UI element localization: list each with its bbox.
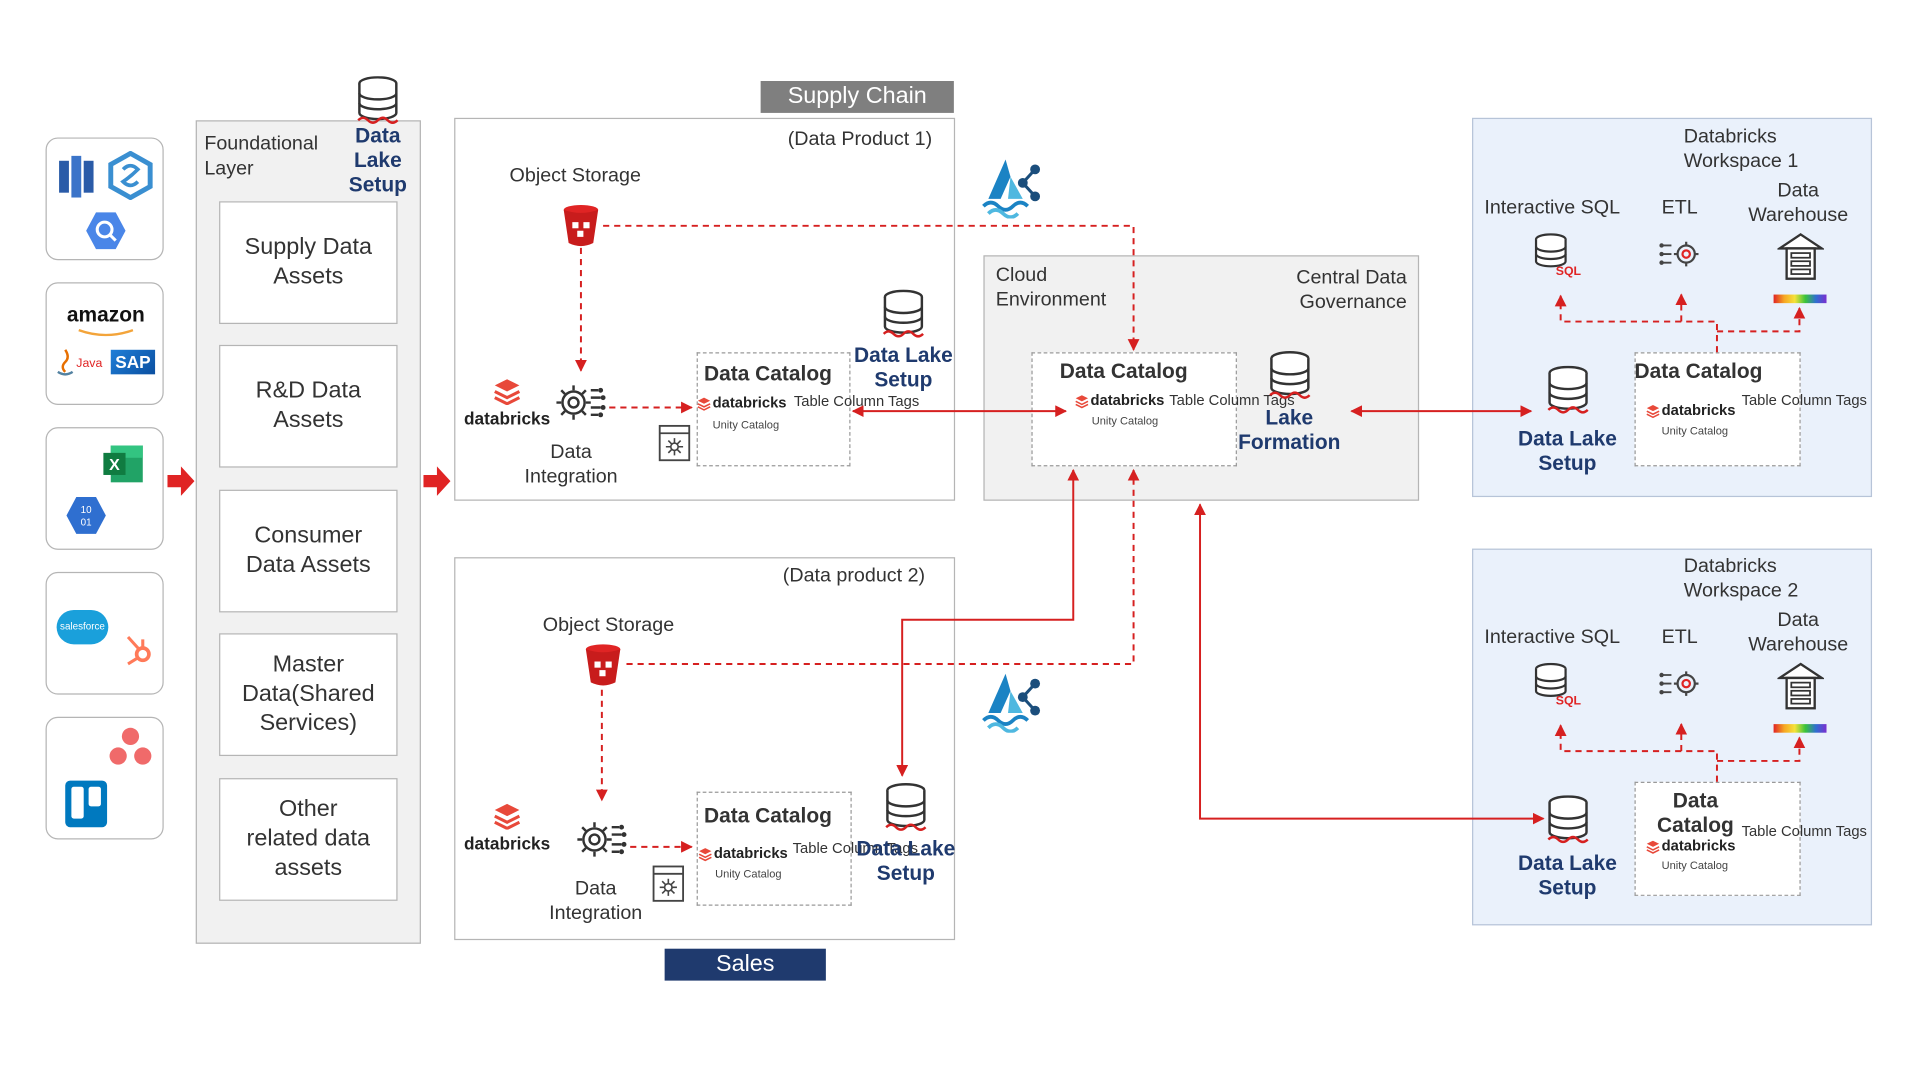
flow-arrow-icon (167, 466, 195, 496)
color-spectrum-bar (1773, 724, 1827, 733)
dp2-data-lake-setup-label: Data Lake Setup (856, 837, 956, 885)
trello-icon (65, 780, 108, 828)
sap-logo: SAP (110, 349, 156, 375)
source-group-apps: amazon Java SAP (45, 282, 164, 406)
color-spectrum-bar (1773, 294, 1827, 304)
data-warehouse-label: Data Warehouse (1748, 180, 1849, 226)
dp2-catalog-title: Data Catalog (704, 803, 832, 828)
ws1-catalog-title: Data Catalog (1634, 359, 1763, 383)
lake-formation-label: Lake Formation (1238, 406, 1341, 455)
consumer-data-assets: Consumer Data Assets (219, 489, 398, 613)
etl-label: ETL (1661, 627, 1698, 649)
source-group-pm (45, 716, 164, 840)
object-storage-label: Object Storage (542, 614, 675, 636)
data-integration-label: Data Integration (549, 878, 643, 925)
rd-data-assets: R&D Data Assets (219, 344, 398, 468)
dp2-storage-to-central-catalog-arrow (626, 468, 1140, 665)
workspace-1-title: Databricks Workspace 1 (1683, 126, 1799, 172)
data-product-1-title: (Data Product 1) (787, 128, 933, 150)
svg-text:X: X (109, 457, 120, 474)
sales-banner: Sales (664, 948, 826, 981)
data-lake-setup-label: Data Lake Setup (348, 123, 407, 197)
svg-text:10: 10 (81, 505, 92, 516)
foundational-layer-title: Foundational Layer (204, 133, 319, 180)
ws2-catalog-title: Data Catalog (1657, 789, 1734, 838)
cloud-ws2-link (1194, 503, 1545, 825)
excel-icon: X (103, 445, 143, 483)
dp1-storage-to-central-catalog-arrow (603, 224, 1140, 351)
dp1-data-catalog (696, 352, 851, 467)
data-product-2-title: (Data product 2) (782, 565, 926, 587)
databricks-label: databricks (464, 833, 551, 853)
ws2-data-catalog (1634, 781, 1801, 896)
dp1-catalog-title: Data Catalog (704, 362, 832, 386)
dp2-data-catalog (696, 791, 852, 906)
workspace-2-title: Databricks Workspace 2 (1683, 555, 1799, 602)
other-data-assets: Other related data assets (219, 778, 398, 901)
azure-synapse-icon (108, 150, 153, 201)
databricks-label: databricks (464, 408, 551, 429)
ws1-data-catalog (1634, 352, 1801, 467)
data-warehouse-label: Data Warehouse (1748, 609, 1849, 656)
object-storage-label: Object Storage (509, 165, 641, 187)
central-catalog-title: Data Catalog (1059, 359, 1188, 383)
source-group-crm: salesforce (45, 571, 164, 695)
ws1-data-lake-setup-label: Data Lake Setup (1517, 427, 1617, 475)
bigquery-icon (86, 212, 126, 250)
amazon-logo: amazon (66, 303, 145, 327)
java-logo (57, 349, 74, 376)
asana-icon (109, 727, 152, 765)
master-data-assets: Master Data(Shared Services) (219, 633, 398, 757)
central-data-governance-label: Central Data Governance (1296, 267, 1407, 313)
ws2-data-lake-setup-label: Data Lake Setup (1517, 851, 1617, 900)
flow-arrow-icon (423, 466, 451, 496)
sql-database-icon (1534, 233, 1567, 268)
supply-data-assets: Supply Data Assets (219, 201, 398, 325)
dp1-data-lake-setup-label: Data Lake Setup (853, 343, 953, 392)
svg-text:01: 01 (81, 517, 92, 528)
interactive-sql-label: Interactive SQL (1484, 197, 1621, 219)
data-integration-label: Data Integration (524, 441, 618, 488)
aws-redshift-icon (59, 155, 94, 198)
hubspot-icon (126, 635, 151, 666)
central-to-dp2-link (896, 468, 1080, 777)
cloud-environment-label: Cloud Environment (995, 265, 1107, 311)
etl-label: ETL (1661, 197, 1698, 219)
supply-chain-banner: Supply Chain (760, 81, 954, 113)
salesforce-logo: salesforce (56, 609, 109, 645)
source-group-warehouses (45, 137, 164, 261)
